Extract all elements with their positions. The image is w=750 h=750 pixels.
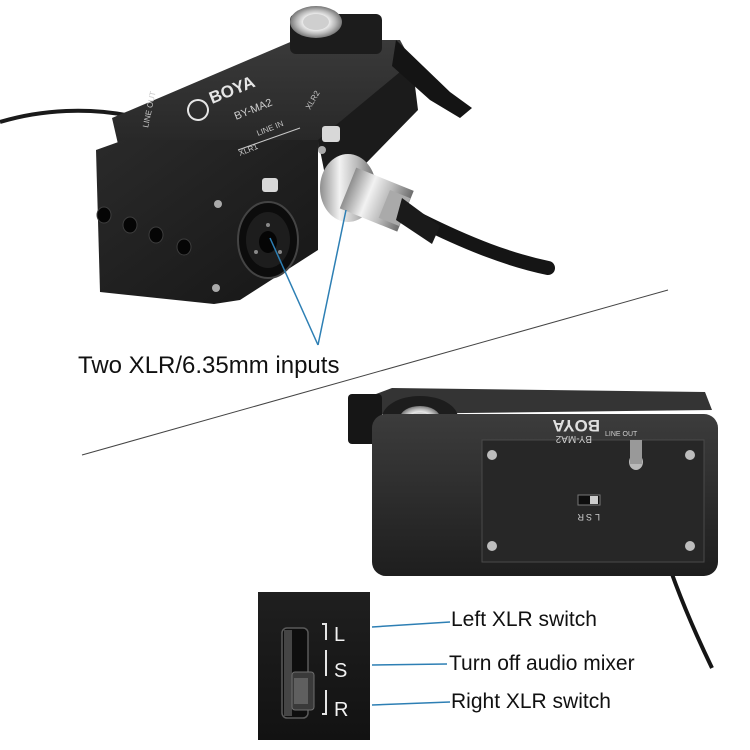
rear-mini-switch bbox=[577, 494, 601, 506]
line-out-jacks bbox=[96, 206, 192, 256]
inputs-callout-lines bbox=[269, 209, 347, 346]
rear-model-text: BY-MA2 bbox=[555, 433, 592, 444]
mixer-front-view: BOYA BY-MA2 LINE OUT LINE IN XLR1 XLR2 bbox=[0, 6, 555, 304]
left-xlr-switch-label: Left XLR switch bbox=[451, 608, 597, 631]
rod-clamp bbox=[290, 6, 472, 118]
switch-letter-s: S bbox=[334, 660, 347, 682]
switch-letter-r: R bbox=[334, 699, 348, 721]
rear-brand-text: BOYA bbox=[552, 416, 600, 435]
switch-closeup-photo: L S R bbox=[258, 592, 370, 740]
mixer-top-face bbox=[112, 40, 412, 170]
rear-letter-l: L bbox=[595, 512, 600, 522]
section-divider bbox=[81, 289, 669, 456]
switch-letter-l: L bbox=[334, 624, 345, 646]
xlr2-plug bbox=[320, 126, 440, 244]
switch-callout-lines bbox=[371, 621, 451, 706]
rear-branding: BOYA BY-MA2 bbox=[552, 416, 600, 444]
mixer-rear-view: BOYA BY-MA2 LINE OUT L S R bbox=[348, 388, 718, 669]
rear-letter-r: R bbox=[577, 512, 584, 522]
turn-off-mixer-label: Turn off audio mixer bbox=[449, 652, 635, 675]
rear-switch-letters: L S R bbox=[577, 512, 600, 522]
right-xlr-switch-label: Right XLR switch bbox=[451, 690, 611, 713]
rear-letter-s: S bbox=[586, 512, 592, 522]
inputs-caption: Two XLR/6.35mm inputs bbox=[78, 352, 340, 379]
rear-line-out-label: LINE OUT bbox=[605, 431, 638, 438]
xlr1-combo-jack bbox=[237, 178, 299, 279]
